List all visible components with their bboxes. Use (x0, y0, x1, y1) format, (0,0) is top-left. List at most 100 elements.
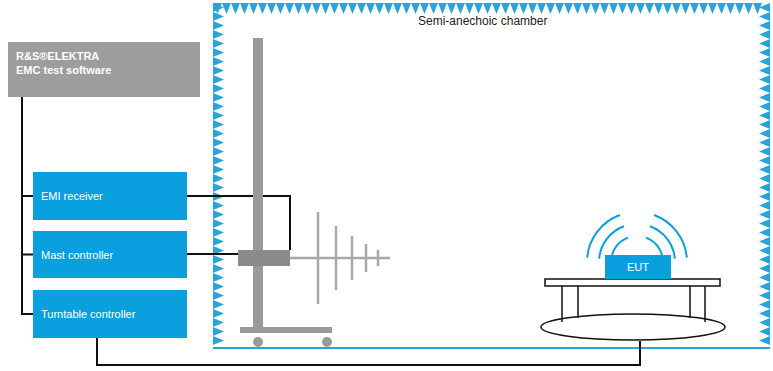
absorber-cone (348, 3, 357, 14)
absorber-cone (600, 3, 609, 14)
absorber-cone (213, 12, 224, 21)
absorber-cone (519, 3, 528, 14)
absorber-cone (759, 246, 770, 255)
absorber-cone (213, 255, 224, 264)
absorber-cone (759, 300, 770, 309)
absorber-cone (411, 3, 420, 14)
log-periodic-antenna (290, 212, 390, 304)
instrument-box: Mast controller (33, 231, 187, 278)
absorber-cone (759, 327, 770, 336)
absorber-cone (681, 3, 690, 14)
absorber-cone (654, 3, 663, 14)
absorber-cone (213, 183, 224, 192)
absorber-cone (759, 111, 770, 120)
absorber-cone (240, 3, 249, 14)
node-label: Mast controller (41, 249, 113, 261)
absorber-cone (759, 255, 770, 264)
absorber-cone (645, 3, 654, 14)
absorber-cone (321, 3, 330, 14)
absorber-cone (213, 264, 224, 273)
absorber-cone (672, 3, 681, 14)
absorber-cone (759, 57, 770, 66)
mast-cable (187, 253, 238, 255)
absorber-cone (759, 237, 770, 246)
absorber-cone (492, 3, 501, 14)
absorber-cone (213, 201, 224, 210)
absorber-cone (213, 165, 224, 174)
absorber-cone (564, 3, 573, 14)
node-label: Turntable controller (41, 308, 135, 320)
absorber-cone (759, 48, 770, 57)
absorber-cone (213, 84, 224, 93)
absorber-cone (609, 3, 618, 14)
absorber-cone (759, 192, 770, 201)
node-label: EMI receiver (41, 190, 103, 202)
absorber-cone (759, 129, 770, 138)
absorber-cone (465, 3, 474, 14)
wave-arc (599, 226, 624, 258)
absorber-cone (759, 156, 770, 165)
absorber-cone (231, 3, 240, 14)
absorber-cone (222, 3, 231, 14)
absorber-cone (402, 3, 411, 14)
node-label: Semi-anechoic chamber (418, 14, 770, 28)
absorber-cone (384, 3, 393, 14)
absorber-cone (213, 309, 224, 318)
absorber-cone (258, 3, 267, 14)
absorber-cone (759, 336, 770, 345)
absorber-cone (213, 3, 224, 12)
absorber-cone (213, 327, 224, 336)
software-box: R&S®ELEKTRA EMC test software (8, 42, 200, 97)
absorber-cone (339, 3, 348, 14)
absorber-cone (759, 264, 770, 273)
absorber-cone (573, 3, 582, 14)
absorber-cone (699, 3, 708, 14)
absorber-cone (213, 66, 224, 75)
absorber-cone (213, 156, 224, 165)
mast-wheel (253, 337, 263, 347)
absorber-cone (303, 3, 312, 14)
absorber-cone (213, 129, 224, 138)
absorber-cone (483, 3, 492, 14)
receiver-cable (187, 196, 290, 250)
instrument-box: Turntable controller (33, 290, 187, 338)
absorber-cone (759, 210, 770, 219)
absorber-cone (213, 75, 224, 84)
absorber-cone (375, 3, 384, 14)
absorber-cone (213, 120, 224, 129)
absorber-cone (636, 3, 645, 14)
mast-carriage (238, 250, 290, 266)
absorber-cone (474, 3, 483, 14)
absorber-cone (759, 291, 770, 300)
absorber-cone (393, 3, 402, 14)
absorber-cone (213, 174, 224, 183)
instrument-box: EMI receiver (33, 172, 187, 220)
absorber-cone (213, 102, 224, 111)
absorber-cone (357, 3, 366, 14)
absorber-cone (759, 102, 770, 111)
absorber-cone (618, 3, 627, 14)
absorber-cone (213, 39, 224, 48)
signal-line (22, 97, 33, 314)
signal-line (22, 97, 33, 196)
absorber-cone (759, 75, 770, 84)
node-label: EUT (627, 261, 649, 273)
absorber-cone (213, 237, 224, 246)
absorber-cone (285, 3, 294, 14)
absorber-cone (501, 3, 510, 14)
absorber-cone (213, 93, 224, 102)
wave-arc (587, 215, 620, 258)
absorber-cone (213, 48, 224, 57)
absorber-cone (717, 3, 726, 14)
absorber-cone (759, 39, 770, 48)
absorber-cone (312, 3, 321, 14)
absorber-cone (759, 120, 770, 129)
absorber-cone (213, 30, 224, 39)
absorber-cone (429, 3, 438, 14)
absorber-cone (213, 21, 224, 30)
absorber-cone (591, 3, 600, 14)
absorber-cones (213, 3, 770, 345)
turntable-cable (97, 338, 640, 365)
absorber-cone (759, 84, 770, 93)
